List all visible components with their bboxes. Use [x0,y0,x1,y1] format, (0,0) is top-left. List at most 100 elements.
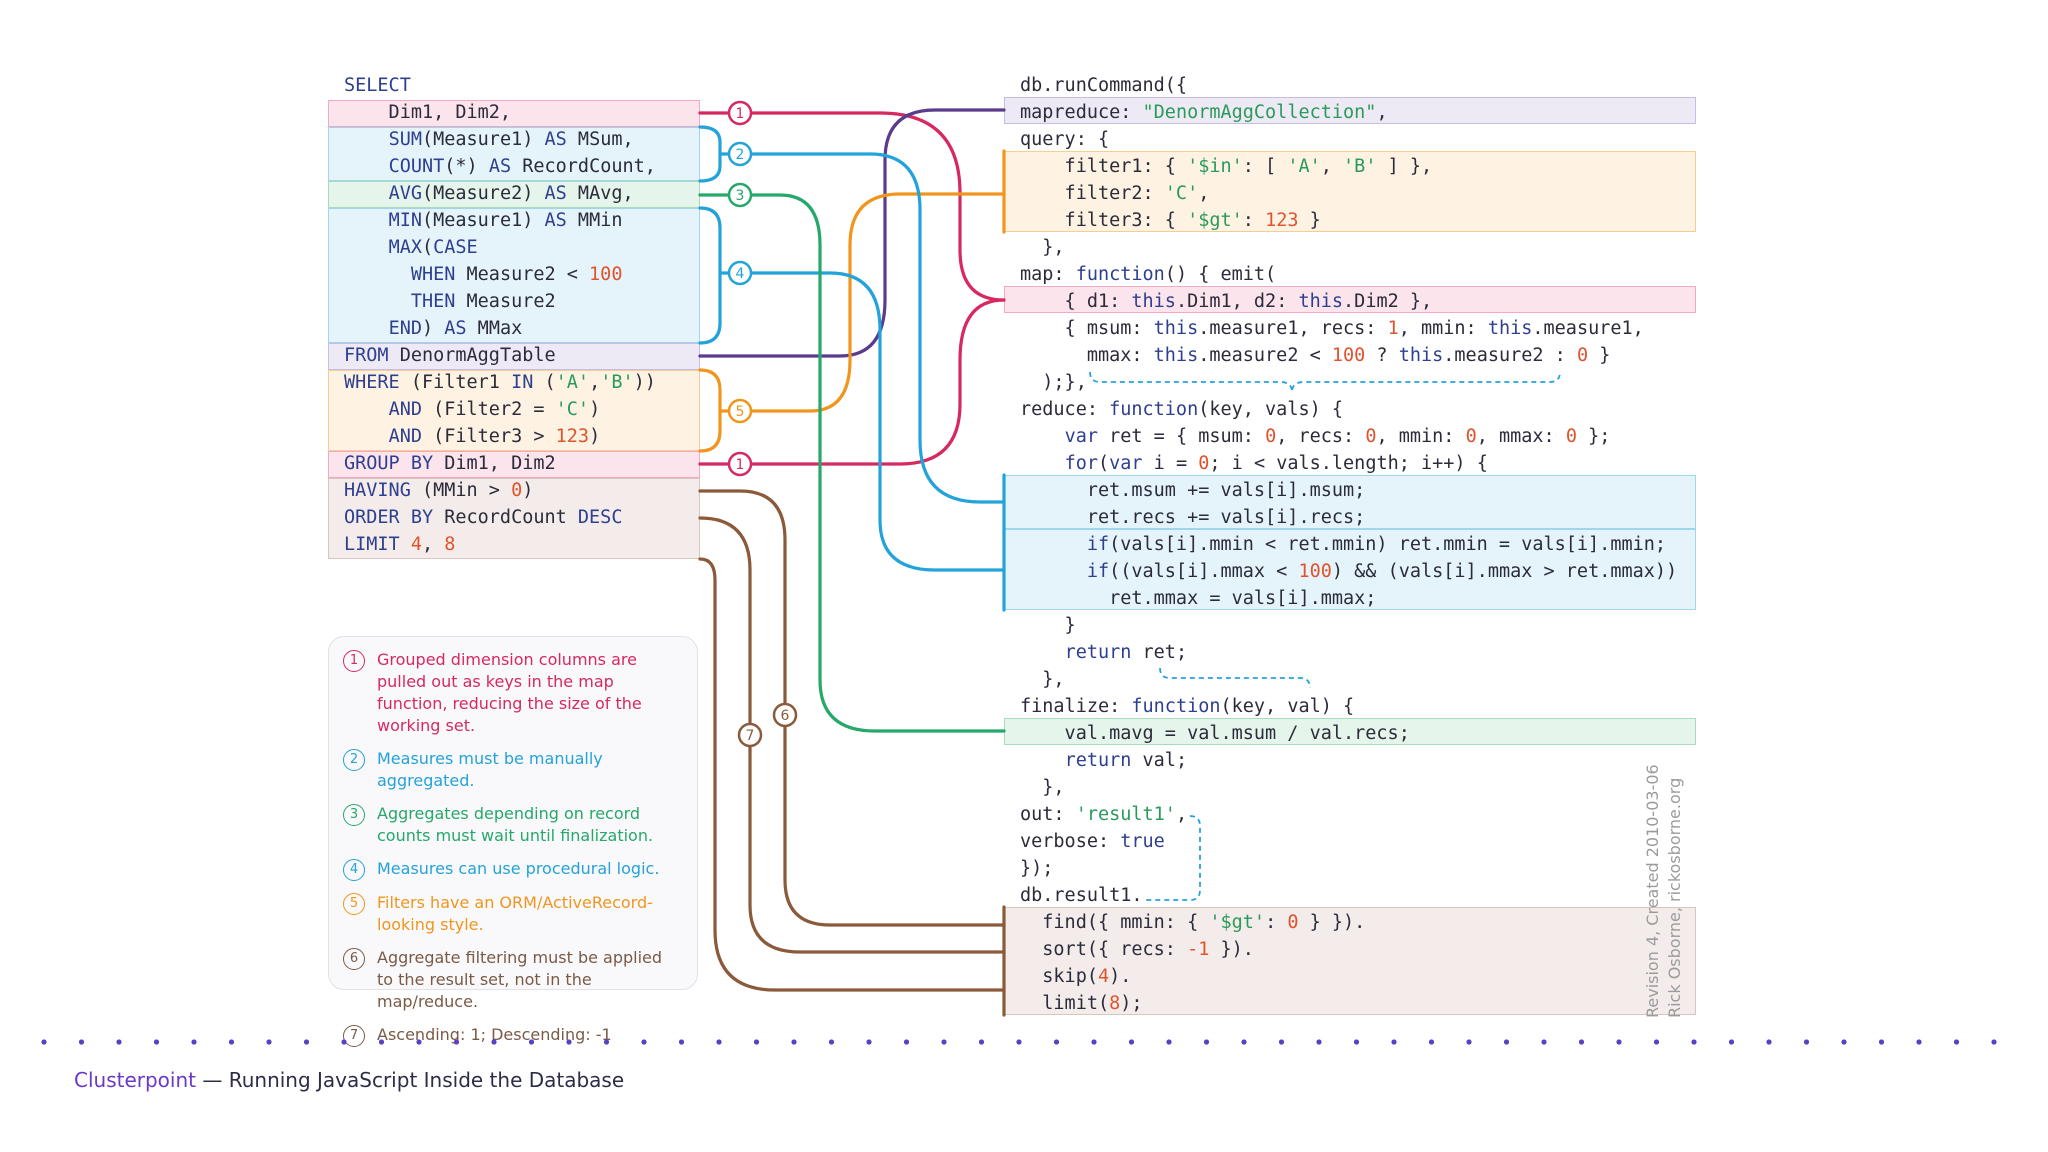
sql-line: AND (Filter2 = 'C') [344,396,656,423]
footer-dot [303,1039,310,1045]
sql-token: (*) [444,156,489,177]
sql-token: ORDER BY [344,507,434,528]
sql-token [344,183,389,204]
mongo-line: mmax: this.measure2 < 100 ? this.measure… [1020,342,1677,369]
mongo-token: mmax: [1020,345,1154,366]
mongo-token: ret.msum += vals[i].msum; [1020,480,1366,501]
mongo-line: ret.recs += vals[i].recs; [1020,504,1677,531]
mongo-token: } [1588,345,1611,366]
legend-text: Ascending: 1; Descending: -1 [377,1025,612,1044]
caption-title: — Running JavaScript Inside the Database [196,1068,625,1092]
sql-token: RecordCount, [511,156,656,177]
sql-token: MMax [466,318,523,339]
mongo-line: sort({ recs: -1 }). [1020,936,1677,963]
mongo-token [1020,561,1087,582]
mongo-token: ? [1365,345,1399,366]
mongo-token: filter1: { [1020,156,1188,177]
badge-3-label: 3 [736,188,745,204]
sql-band-avg [328,181,700,208]
mongo-token: "DenormAggCollection" [1142,102,1377,123]
mongo-token: (key, val) { [1220,696,1355,717]
footer-dot [1691,1039,1697,1045]
legend-number-badge: 5 [343,893,365,915]
mongo-line: }, [1020,774,1677,801]
footer-dot [341,1039,347,1045]
mongo-line: );}, [1020,369,1677,396]
mongo-token: () { emit( [1164,264,1277,285]
footer-dot [1091,1039,1097,1045]
legend-number-badge: 6 [343,948,365,970]
mongo-token: } [1298,210,1321,231]
legend-text: Measures can use procedural logic. [377,859,660,878]
mongo-token: ( [1097,453,1110,474]
badge-7: 7 [737,722,763,748]
sql-token: (Filter1 [399,372,512,393]
sql-token: (Filter3 > [421,426,556,447]
mongo-token: 'A' [1287,156,1321,177]
sql-token: ) [421,318,445,339]
sql-token: RecordCount [433,507,578,528]
sql-line: LIMIT 4, 8 [344,531,656,558]
sql-token: SUM [388,129,422,150]
footer-dot [416,1039,422,1045]
sql-token: MMin [566,210,623,231]
connector-avg-path [698,193,1006,733]
mongo-token: , mmin: [1376,426,1466,447]
sql-line: WHERE (Filter1 IN ('A','B')) [344,369,656,396]
sql-token: 'C' [555,399,590,420]
footer-dot [1128,1039,1135,1045]
mongo-line: map: function() { emit( [1020,261,1677,288]
mongo-token: finalize: [1020,696,1132,717]
footer-dot [1541,1039,1547,1045]
sql-token: (MMin > [410,480,512,501]
sql-token: ( [421,237,434,258]
sql-token: AND [388,399,422,420]
mongo-token: -1 [1187,939,1210,960]
sql-token: THEN [410,291,456,312]
mongo-token: this [1398,345,1444,366]
badge-2-label: 2 [736,147,745,163]
sql-token [344,237,389,258]
footer-dot [528,1039,535,1045]
mongo-token: i = [1142,453,1199,474]
page-caption: Clusterpoint — Running JavaScript Inside… [74,1068,624,1092]
mongo-token: .measure2 : [1443,345,1577,366]
sql-token: WHEN [410,264,456,285]
mongo-token [1020,534,1087,555]
footer-dot [153,1039,160,1045]
mongo-token: out: [1020,804,1076,825]
mongo-token: this [1153,345,1199,366]
mongo-token: 0 [1365,426,1377,447]
footer-dot [1203,1039,1210,1045]
mongo-line: }, [1020,234,1677,261]
mongo-token: map: [1020,264,1076,285]
mongo-line: return ret; [1020,639,1677,666]
mongo-token: 0 [1565,426,1577,447]
footer-dot [1841,1039,1847,1045]
mongo-token: , mmax: [1476,426,1566,447]
mongo-line: find({ mmin: { '$gt': 0 } }). [1020,909,1677,936]
mongo-line: mapreduce: "DenormAggCollection", [1020,99,1677,126]
mongo-token: ret; [1131,642,1188,663]
mongo-token [1020,426,1065,447]
sql-token: (Measure1) [421,129,545,150]
mongo-line: }); [1020,855,1677,882]
connector-limit-path [698,557,1006,992]
mongo-line: for(var i = 0; i < vals.length; i++) { [1020,450,1677,477]
sql-token: AS [544,183,567,204]
mongo-token: }; [1576,426,1611,447]
sql-band-having [328,478,700,559]
mongo-token: '$gt' [1209,912,1266,933]
sql-token: MAvg, [566,183,634,204]
mongo-token: ((vals[i].mmax < [1109,561,1299,582]
footer-dot [1466,1039,1472,1045]
sql-line: COUNT(*) AS RecordCount, [344,153,656,180]
mongo-token: val.mavg = val.msum / val.recs; [1020,723,1410,744]
mongo-line: verbose: true [1020,828,1677,855]
mongo-token: .measure1, [1532,318,1644,339]
sql-token: MSum, [566,129,634,150]
mongo-band-emit-key [1004,286,1696,313]
sql-line: SELECT [344,72,656,99]
sql-band-groupby [328,451,700,478]
